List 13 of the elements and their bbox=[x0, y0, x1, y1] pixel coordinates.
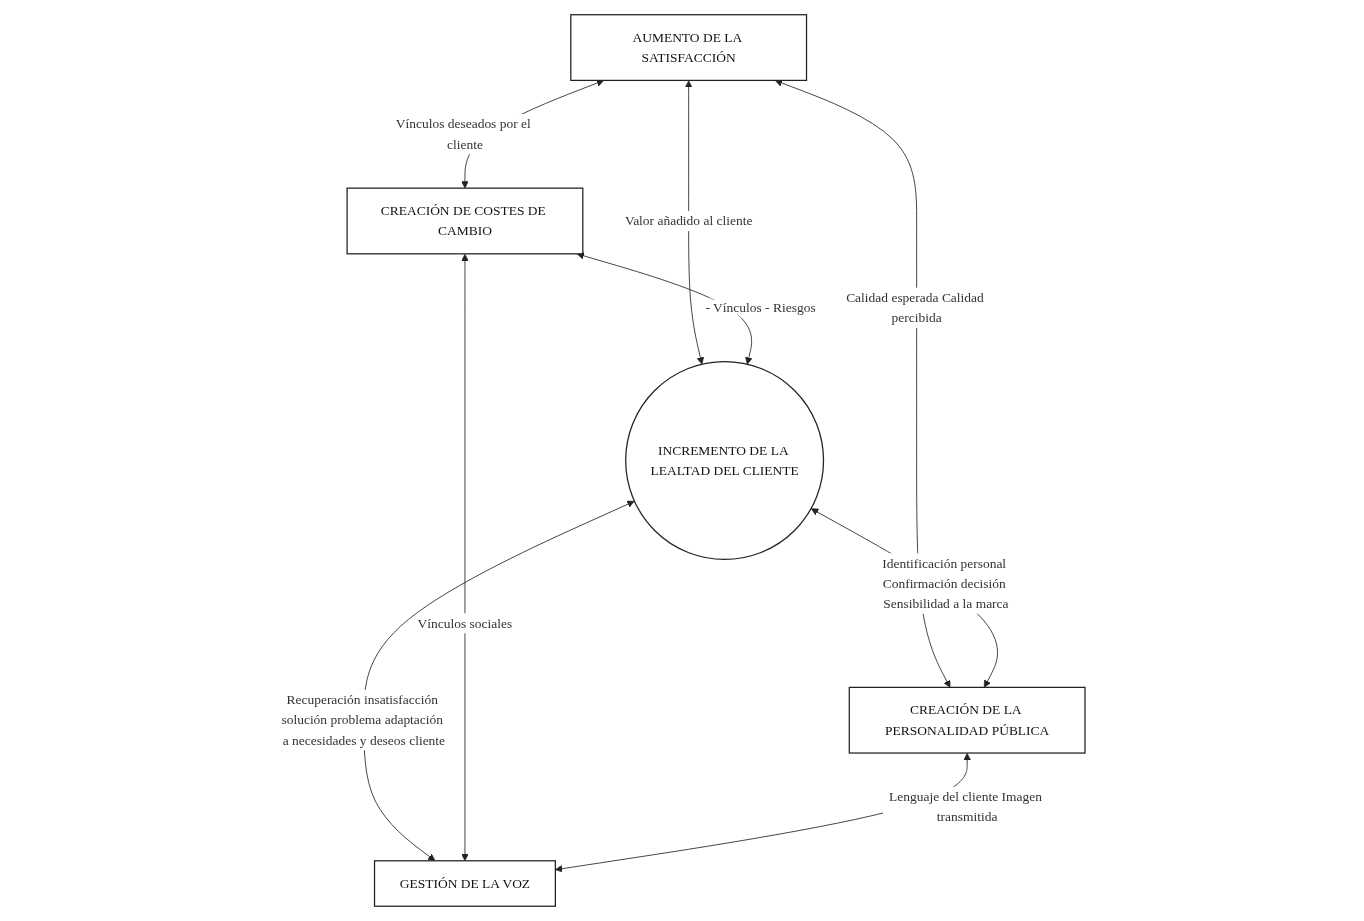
node-circle: INCREMENTO DE LA LEALTAD DEL CLIENTE bbox=[624, 360, 824, 561]
edge-label: Recuperación insatisfacción solución problema adaptación a necesidades y deseos cliente bbox=[281, 692, 445, 748]
edge-label: Identificación personal Confirmación decisión Sensibilidad a la marca bbox=[881, 555, 1009, 611]
node-box: GESTIÓN DE LA VOZ bbox=[373, 860, 556, 907]
edge-label: Vínculos sociales bbox=[417, 615, 512, 631]
edge-label: - Vínculos - Riesgos bbox=[705, 300, 816, 315]
node-box: CREACIÓN DE LA PERSONALIDAD PÚBLICA bbox=[848, 686, 1086, 754]
edge-label: Lenguaje del cliente Imagen transmitida bbox=[888, 789, 1042, 824]
node-box: AUMENTO DE LA SATISFACCIÓN bbox=[569, 14, 807, 82]
node-box: CREACIÓN DE COSTES DE CAMBIO bbox=[346, 187, 584, 255]
edge-label: Valor añadido al cliente bbox=[624, 213, 753, 228]
edge-label: Vínculos deseados por el cliente bbox=[395, 116, 531, 152]
edge-label: Calidad esperada Calidad percibida bbox=[845, 290, 984, 325]
